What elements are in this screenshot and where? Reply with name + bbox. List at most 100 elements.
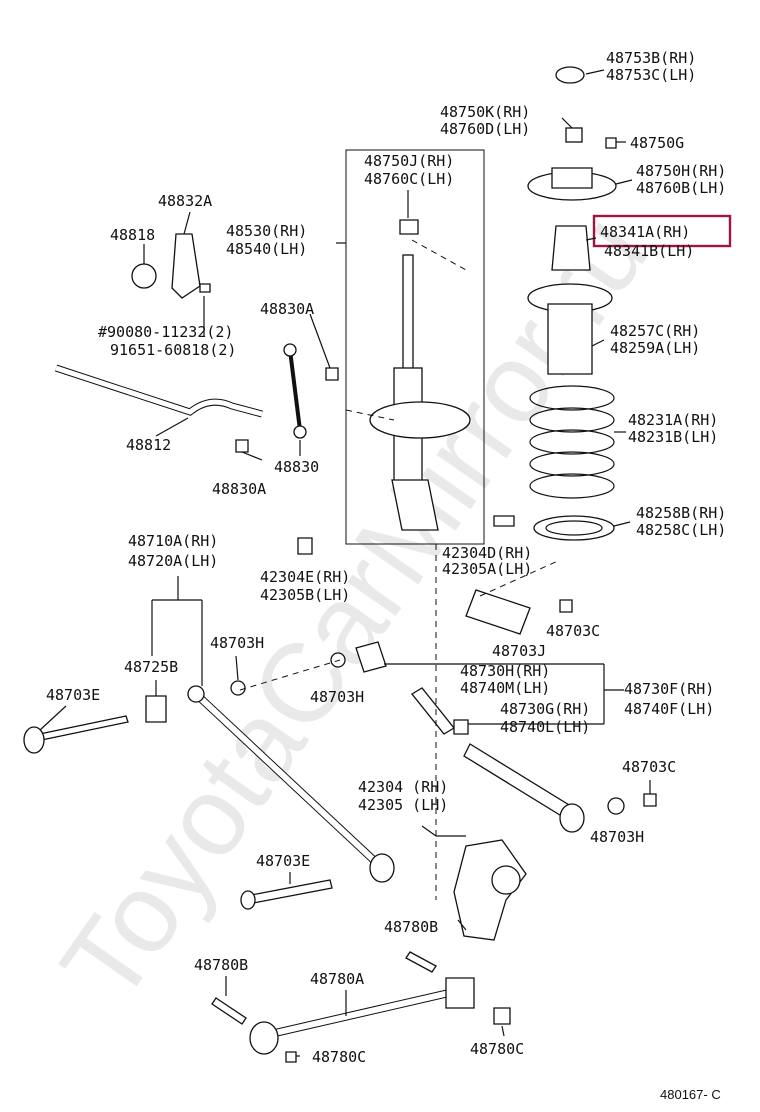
label-48257c: 48257C(RH) <box>610 322 700 340</box>
label-48703e-bot: 48703E <box>256 852 310 870</box>
bottom-bolt-left-part <box>211 997 247 1025</box>
stabilizer-bolt-part <box>199 283 211 293</box>
label-48740l: 48740L(LH) <box>500 718 590 736</box>
label-42304e: 42304E(RH) <box>260 568 350 586</box>
label-42304: 42304 (RH) <box>358 778 448 796</box>
label-42305b: 42305B(LH) <box>260 586 350 604</box>
label-48231a: 48231A(RH) <box>628 411 718 429</box>
label-48750k: 48750K(RH) <box>440 103 530 121</box>
label-48750j: 48750J(RH) <box>364 152 454 170</box>
label-48753b: 48753B(RH) <box>606 49 696 67</box>
long-bolt-left-part <box>29 715 129 743</box>
label-48703c-mid: 48703C <box>546 622 600 640</box>
label-48760b: 48760B(LH) <box>636 179 726 197</box>
washer-right-part <box>607 797 625 815</box>
label-48780c-right: 48780C <box>470 1040 524 1058</box>
bump-stopper-part <box>551 225 591 271</box>
link-nut-lower-part <box>235 439 249 453</box>
piston-rod-part <box>402 254 414 376</box>
leader-lines <box>39 69 651 1057</box>
label-48832a: 48832A <box>158 192 212 210</box>
upper-support-hub-part <box>551 167 593 189</box>
bottom-nut-right-part <box>493 1007 511 1025</box>
label-48760c: 48760C(LH) <box>364 170 454 188</box>
strut-bracket-part <box>391 479 439 531</box>
label-48750h: 48750H(RH) <box>636 162 726 180</box>
label-48231b: 48231B(LH) <box>628 428 718 446</box>
stabilizer-bracket-part <box>171 233 201 299</box>
cam-bolt-part <box>493 515 515 527</box>
label-48753c: 48753C(LH) <box>606 66 696 84</box>
part-labels: 48753B(RH) 48753C(LH) 48750K(RH) 48760D(… <box>46 49 726 1102</box>
label-48780b-mid: 48780B <box>384 918 438 936</box>
label-48703h-mid: 48703H <box>310 688 364 706</box>
dust-cap-part <box>555 66 585 84</box>
label-48740f: 48740F(LH) <box>624 700 714 718</box>
label-48830: 48830 <box>274 458 319 476</box>
label-bolt-91651: 91651-60818(2) <box>110 341 236 359</box>
mount-stud-nut-part <box>605 137 617 149</box>
dust-boot-part <box>547 303 593 375</box>
lower-insulator-part <box>533 515 615 541</box>
stabilizer-bushing-part <box>131 263 157 289</box>
link-nut-upper-part <box>325 367 339 381</box>
label-48258c: 48258C(LH) <box>636 521 726 539</box>
label-48760d: 48760D(LH) <box>440 120 530 138</box>
label-48812: 48812 <box>126 436 171 454</box>
label-48703h-left: 48703H <box>210 634 264 652</box>
label-48725b: 48725B <box>124 658 178 676</box>
label-48780a: 48780A <box>310 970 364 988</box>
label-48259a: 48259A(LH) <box>610 339 700 357</box>
label-42304d: 42304D(RH) <box>442 544 532 562</box>
dashed-alignment-lines <box>239 239 561 900</box>
lateral-nut-part <box>453 719 469 735</box>
carrier-bolt-part <box>245 879 333 905</box>
label-48703c-right: 48703C <box>622 758 676 776</box>
label-48750g: 48750G <box>630 134 684 152</box>
lower-lateral-link-part <box>463 743 575 821</box>
bottom-nut-left-part <box>285 1051 297 1063</box>
label-48780c-left: 48780C <box>312 1048 366 1066</box>
label-48258b: 48258B(RH) <box>636 504 726 522</box>
label-48830a-top: 48830A <box>260 300 314 318</box>
strut-assembly-outline <box>345 149 485 545</box>
label-48730h: 48730H(RH) <box>460 662 550 680</box>
label-48703j: 48703J <box>492 642 546 660</box>
label-48341b: 48341B(LH) <box>604 242 694 260</box>
label-42305: 42305 (LH) <box>358 796 448 814</box>
label-48341a: 48341A(RH) <box>600 223 690 241</box>
label-48830a-bot: 48830A <box>212 480 266 498</box>
figure-code: 480167- C <box>660 1087 721 1102</box>
label-42305a: 42305A(LH) <box>442 560 532 578</box>
cam-plate-part <box>465 589 531 635</box>
coil-spring-part <box>529 385 615 499</box>
adjust-sleeve-part <box>411 687 455 735</box>
bottom-bolt-mid-part <box>405 951 437 973</box>
lateral-link-part <box>355 641 387 673</box>
washer-mid-part <box>330 652 346 668</box>
cam-washer-part <box>297 537 313 555</box>
stabilizer-link-part <box>288 349 302 431</box>
label-48780b-left: 48780B <box>194 956 248 974</box>
highlighted-part-box <box>592 214 732 248</box>
cam-nut-part <box>559 599 573 613</box>
mount-nut-part <box>565 127 583 143</box>
label-48540: 48540(LH) <box>226 240 307 258</box>
label-48710a: 48710A(RH) <box>128 532 218 550</box>
strut-spring-seat-part <box>369 401 471 439</box>
label-48703h-right: 48703H <box>590 828 644 846</box>
label-48730g: 48730G(RH) <box>500 700 590 718</box>
strut-nut-part <box>399 219 419 235</box>
label-48530: 48530(RH) <box>226 222 307 240</box>
label-48740m: 48740M(LH) <box>460 679 550 697</box>
label-48818: 48818 <box>110 226 155 244</box>
right-nut-part <box>643 793 657 807</box>
rear-axle-carrier-part <box>453 839 527 941</box>
label-bolt-90080: #90080-11232(2) <box>98 323 233 341</box>
label-48703e-left: 48703E <box>46 686 100 704</box>
label-48720a: 48720A(LH) <box>128 552 218 570</box>
washer-left-part <box>230 680 246 696</box>
arm-bushing-part <box>145 695 167 723</box>
